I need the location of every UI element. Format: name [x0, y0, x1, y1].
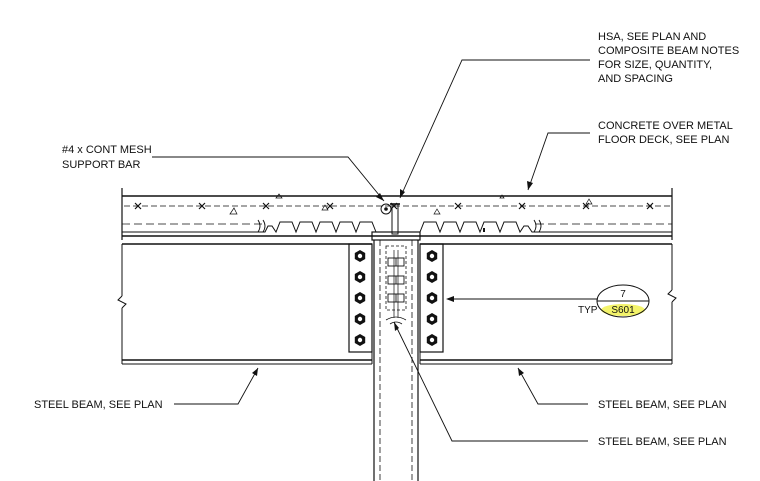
typ-label: TYP — [578, 305, 598, 316]
hsa-note-line-1: HSA, SEE PLAN AND — [598, 31, 706, 43]
tab-bolt — [387, 293, 405, 303]
hsa-note-line-2: COMPOSITE BEAM NOTES — [598, 45, 739, 57]
bolt — [426, 334, 438, 346]
bolt — [426, 313, 438, 325]
bolt — [426, 292, 438, 304]
leader-hsa-arrow — [400, 189, 405, 198]
steel-beam-bottom-note: STEEL BEAM, SEE PLAN — [598, 436, 727, 448]
mesh-bar-x-mark — [262, 202, 270, 210]
bolt — [354, 334, 366, 346]
leader-hsa — [399, 59, 590, 199]
detail-number: 7 — [620, 289, 626, 300]
bolt-group — [354, 250, 438, 346]
detail-sheet-reference: S601 — [611, 305, 635, 316]
leader-steel-right — [517, 367, 588, 405]
tab-bolt — [387, 275, 405, 285]
bolt — [354, 313, 366, 325]
concrete-slab — [121, 188, 673, 240]
detail-tag-highlight — [601, 304, 645, 316]
leader-mesh — [152, 156, 385, 202]
shear-stud — [380, 203, 400, 235]
steel-beam-right — [419, 243, 677, 365]
steel-beam-left — [117, 243, 373, 365]
hsa-note-line-3: FOR SIZE, QUANTITY, — [598, 59, 712, 71]
metal-floor-deck — [122, 219, 672, 237]
concrete-note-line-1: CONCRETE OVER METAL — [598, 120, 733, 132]
steel-beam-left-note: STEEL BEAM, SEE PLAN — [34, 399, 163, 411]
mesh-bar-x-mark — [454, 202, 462, 210]
bolt — [354, 250, 366, 262]
leader-steel-bottom — [393, 321, 588, 442]
steel-beam-right-note: STEEL BEAM, SEE PLAN — [598, 399, 727, 411]
hsa-note: HSA, SEE PLAN AND COMPOSITE BEAM NOTES F… — [598, 31, 739, 85]
concrete-note: CONCRETE OVER METAL FLOOR DECK, SEE PLAN — [598, 120, 733, 146]
shear-plate-right — [419, 243, 444, 353]
mesh-note-line-2: SUPPORT BAR — [62, 159, 141, 171]
mesh-bar-x-mark — [582, 202, 590, 210]
hsa-note-line-4: AND SPACING — [598, 73, 673, 85]
tab-bolt — [387, 257, 405, 267]
mesh-bar-x-mark — [198, 202, 206, 210]
mesh-bar-x-mark — [134, 202, 142, 210]
concrete-note-line-2: FLOOR DECK, SEE PLAN — [598, 134, 729, 146]
leader-steel-left — [174, 367, 259, 405]
aggregate-marks — [229, 193, 593, 215]
mesh-bar-x-mark — [326, 202, 334, 210]
bolt — [354, 271, 366, 283]
shear-tab-center — [385, 245, 407, 311]
mesh-note: #4 x CONT MESH SUPPORT BAR — [62, 144, 152, 171]
leader-lines — [152, 59, 598, 442]
shear-plate-left — [348, 243, 373, 353]
bolt — [354, 292, 366, 304]
mesh-bar-x-mark — [646, 202, 654, 210]
bolt — [426, 250, 438, 262]
steel-girder — [371, 231, 421, 481]
mesh-bar-x-mark — [518, 202, 526, 210]
bolt — [426, 271, 438, 283]
leader-concrete — [527, 132, 590, 191]
detail-tag[interactable]: 7 S601 TYP — [578, 284, 650, 318]
mesh-bar-marks — [134, 202, 654, 210]
mesh-note-line-1: #4 x CONT MESH — [62, 144, 152, 156]
